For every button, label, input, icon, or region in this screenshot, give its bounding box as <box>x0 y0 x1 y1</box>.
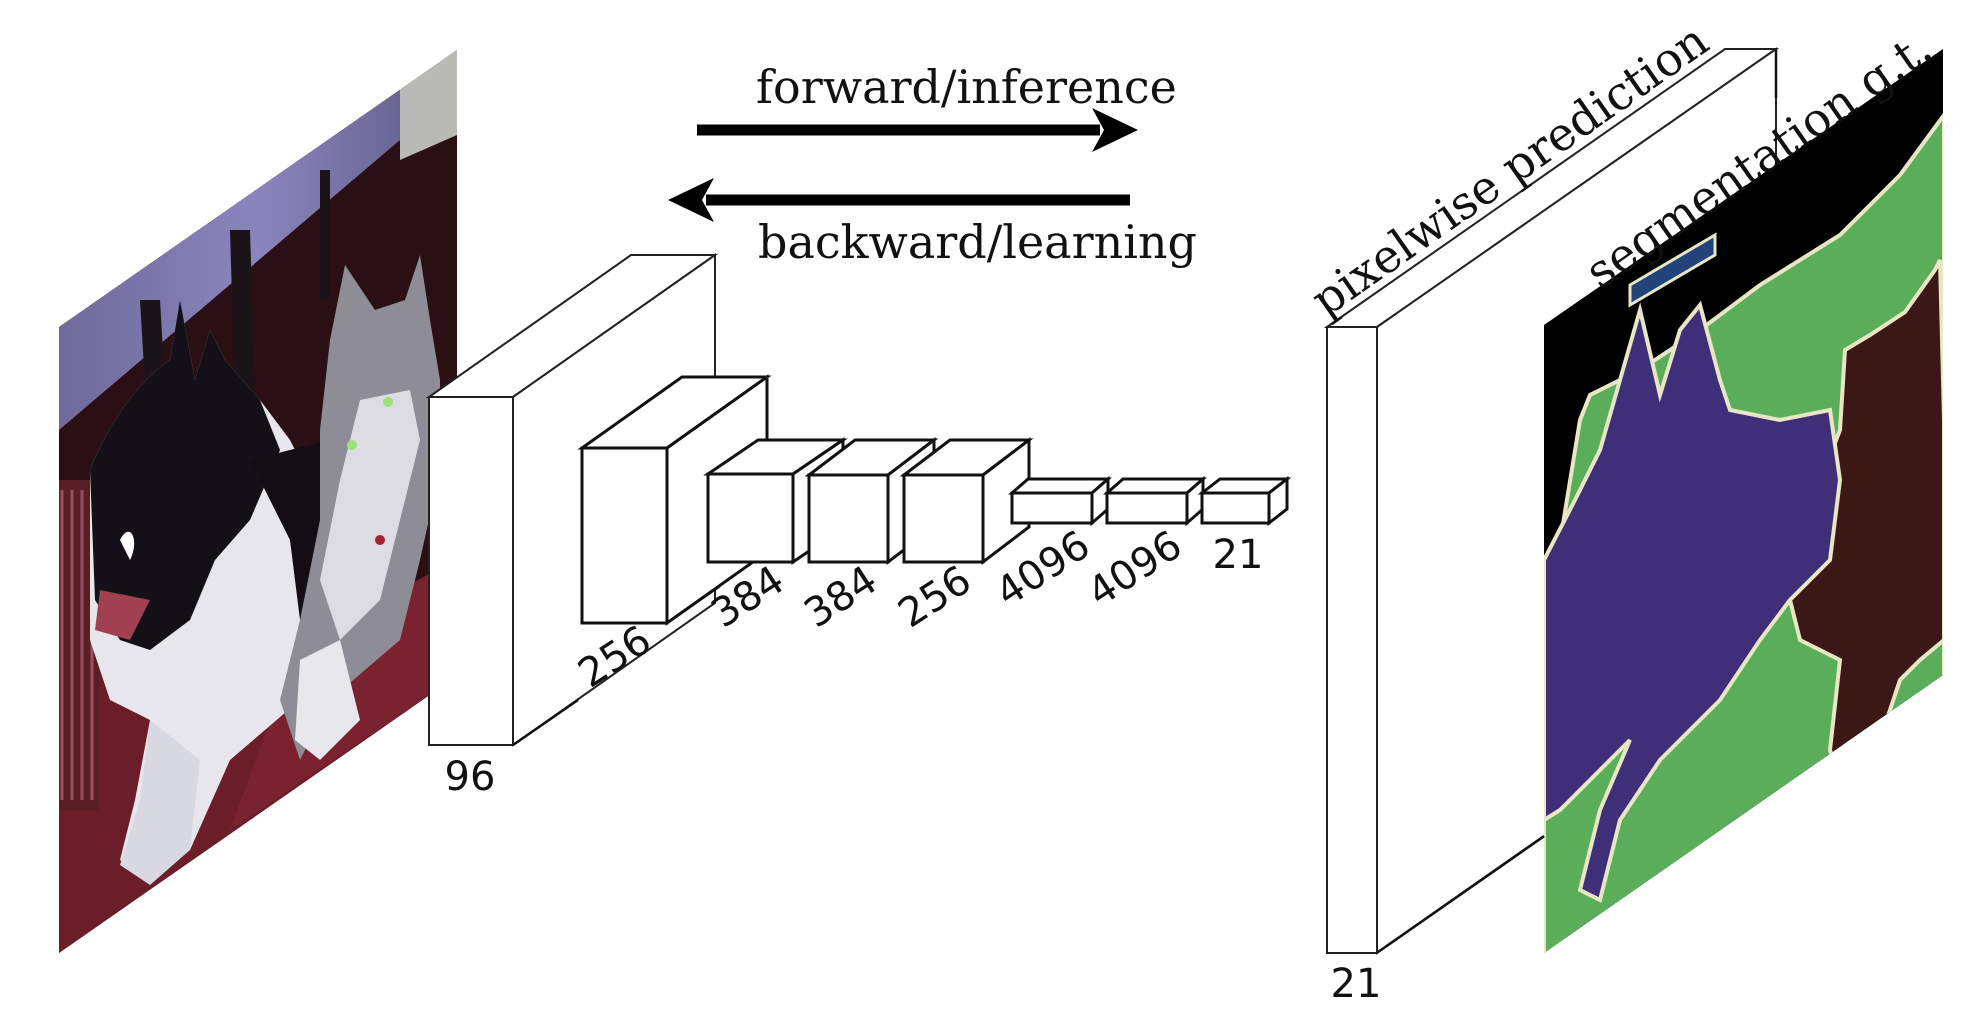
forward-arrow <box>697 108 1138 152</box>
prediction-front-face <box>1326 326 1378 954</box>
seg-dog <box>1544 300 1843 903</box>
backward-label: backward/learning <box>758 215 1197 269</box>
layer-channels-label: 21 <box>1213 532 1264 578</box>
layer-box-conv5 <box>899 436 1034 566</box>
prediction-channels-label: 21 <box>1331 961 1382 1007</box>
layer-box-fc6 <box>1008 475 1112 527</box>
prediction-depth-edge <box>1377 834 1545 954</box>
seg-cat <box>1788 259 1943 805</box>
photo-cat <box>280 255 440 760</box>
layer-front-face <box>428 396 514 746</box>
layer-box-score <box>1197 475 1292 527</box>
layer-box-fc7 <box>1103 475 1207 527</box>
input-image <box>59 50 457 953</box>
layer-front-face <box>1010 491 1094 525</box>
layer-front-face <box>1200 491 1271 525</box>
layer-front-face <box>902 473 985 564</box>
layer-channels-label: 256 <box>890 557 979 637</box>
layer-front-face <box>1105 491 1189 525</box>
arrow-right-icon <box>1092 108 1138 152</box>
arrow-left-icon <box>668 178 714 222</box>
layer-front-face <box>706 472 795 564</box>
seg-tvmonitor <box>1628 232 1717 308</box>
forward-label: forward/inference <box>756 60 1177 114</box>
layer-channels-label: 4096 <box>1080 522 1190 616</box>
depth-edge-conv1 <box>512 698 579 747</box>
layer-front-face <box>807 473 890 564</box>
layer-front-face <box>580 446 669 625</box>
backward-arrow <box>668 178 1130 222</box>
layer-channels-label: 96 <box>445 754 496 800</box>
layer-channels-label: 384 <box>796 557 885 637</box>
